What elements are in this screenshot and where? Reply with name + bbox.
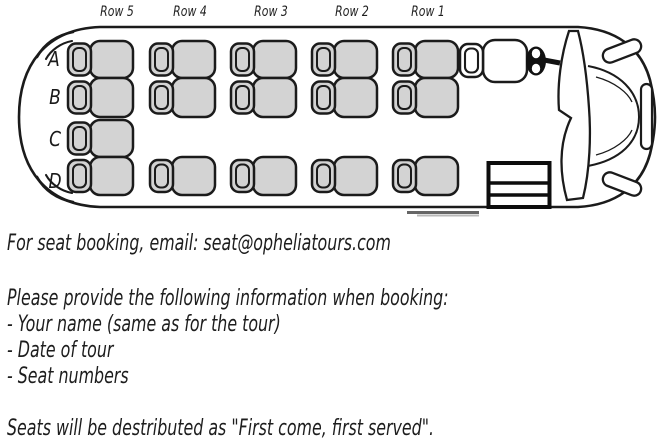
- door-rail: [407, 211, 479, 217]
- front-marker-light: [639, 82, 654, 151]
- hood-lines: [587, 65, 641, 167]
- seat-row1-b: [391, 76, 460, 119]
- bus-diagram: [17, 25, 657, 217]
- seat-row3-b: [229, 76, 298, 119]
- seat-letter-c: C: [49, 127, 61, 151]
- row-label-4: Row 4: [173, 4, 207, 20]
- seat-row1-a: [391, 39, 460, 80]
- seat-row3-d: [229, 155, 298, 197]
- seat-row5-d: [66, 155, 135, 197]
- seat-row2-b: [310, 76, 379, 119]
- seat-row5-b: [66, 76, 135, 119]
- seat-row3-a: [229, 39, 298, 80]
- bullet-your-name: - Your name (same as for the tour): [7, 312, 281, 337]
- info-intro-line: Please provide the following information…: [7, 286, 449, 311]
- notes-block: For seat booking, email: seat@opheliatou…: [7, 231, 620, 442]
- seat-row4-b: [148, 76, 217, 119]
- distribution-line: Seats will be destributed as "First come…: [7, 416, 435, 441]
- seat-row2-d: [310, 155, 379, 197]
- seat-row4-a: [148, 39, 217, 80]
- seat-letter-a: A: [48, 47, 60, 71]
- row-label-3: Row 3: [254, 4, 288, 20]
- windshield: [557, 29, 592, 202]
- steering-wheel-icon: [526, 46, 561, 76]
- row-label-1: Row 1: [411, 4, 445, 20]
- seat-row5-c: [66, 118, 135, 159]
- row-label-5: Row 5: [100, 4, 134, 20]
- rear-corner-accents: [35, 30, 75, 204]
- seat-row2-a: [310, 39, 379, 80]
- driver-seat: [458, 38, 529, 84]
- door-steps: [486, 161, 552, 209]
- row-label-2: Row 2: [335, 4, 369, 20]
- seat-row5-a: [66, 39, 135, 80]
- seat-row4-d: [148, 155, 217, 197]
- seat-letter-b: B: [49, 85, 61, 109]
- seat-row1-d: [391, 155, 460, 197]
- bullet-date: - Date of tour: [7, 338, 114, 363]
- headlights: [601, 38, 643, 197]
- booking-email-line: For seat booking, email: seat@opheliatou…: [7, 231, 391, 256]
- bullet-seats: - Seat numbers: [7, 364, 129, 389]
- seat-letter-d: D: [48, 169, 62, 193]
- passenger-seats: [66, 39, 460, 197]
